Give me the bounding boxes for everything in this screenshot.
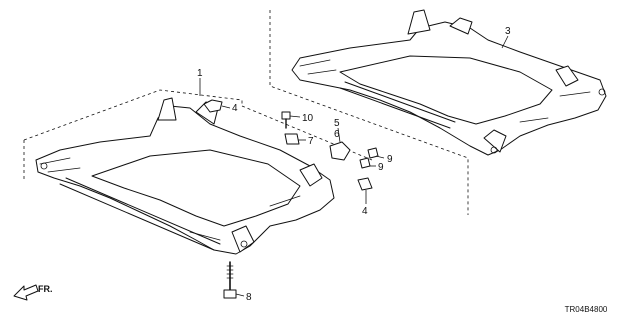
callout-6: 6 <box>334 129 340 140</box>
callout-5: 5 <box>334 118 340 129</box>
bolt-part-9-lower[interactable] <box>359 157 371 169</box>
callout-9-lower: 9 <box>378 162 384 173</box>
bushing-part-4-upper[interactable] <box>203 99 223 113</box>
callout-8: 8 <box>246 292 252 303</box>
rear-subframe-assembly[interactable] <box>269 9 607 215</box>
callout-4-upper: 4 <box>232 103 238 114</box>
callout-7: 7 <box>308 136 314 147</box>
front-direction-indicator: FR. <box>13 284 53 301</box>
bolt-part-9-upper[interactable] <box>367 147 379 159</box>
callout-1: 1 <box>197 68 203 79</box>
callout-3: 3 <box>505 26 511 37</box>
front-arrow-icon <box>13 284 39 301</box>
bushing-part-4-lower[interactable] <box>357 177 373 191</box>
leader-lines <box>199 35 509 297</box>
bolt-part-8[interactable] <box>223 261 237 299</box>
front-direction-label: FR. <box>38 284 53 294</box>
bracket-part-6[interactable] <box>329 141 351 161</box>
front-subframe-assembly[interactable] <box>23 89 373 255</box>
nut-part-7[interactable] <box>284 133 300 145</box>
catalog-code: TR04B4800 <box>565 305 608 314</box>
callout-10: 10 <box>302 113 314 124</box>
callout-4-lower: 4 <box>362 206 368 217</box>
callout-9-upper: 9 <box>387 154 393 165</box>
callouts: 1 3 4 10 7 5 6 9 9 4 8 <box>197 26 511 303</box>
bolt-part-10[interactable] <box>281 111 291 129</box>
